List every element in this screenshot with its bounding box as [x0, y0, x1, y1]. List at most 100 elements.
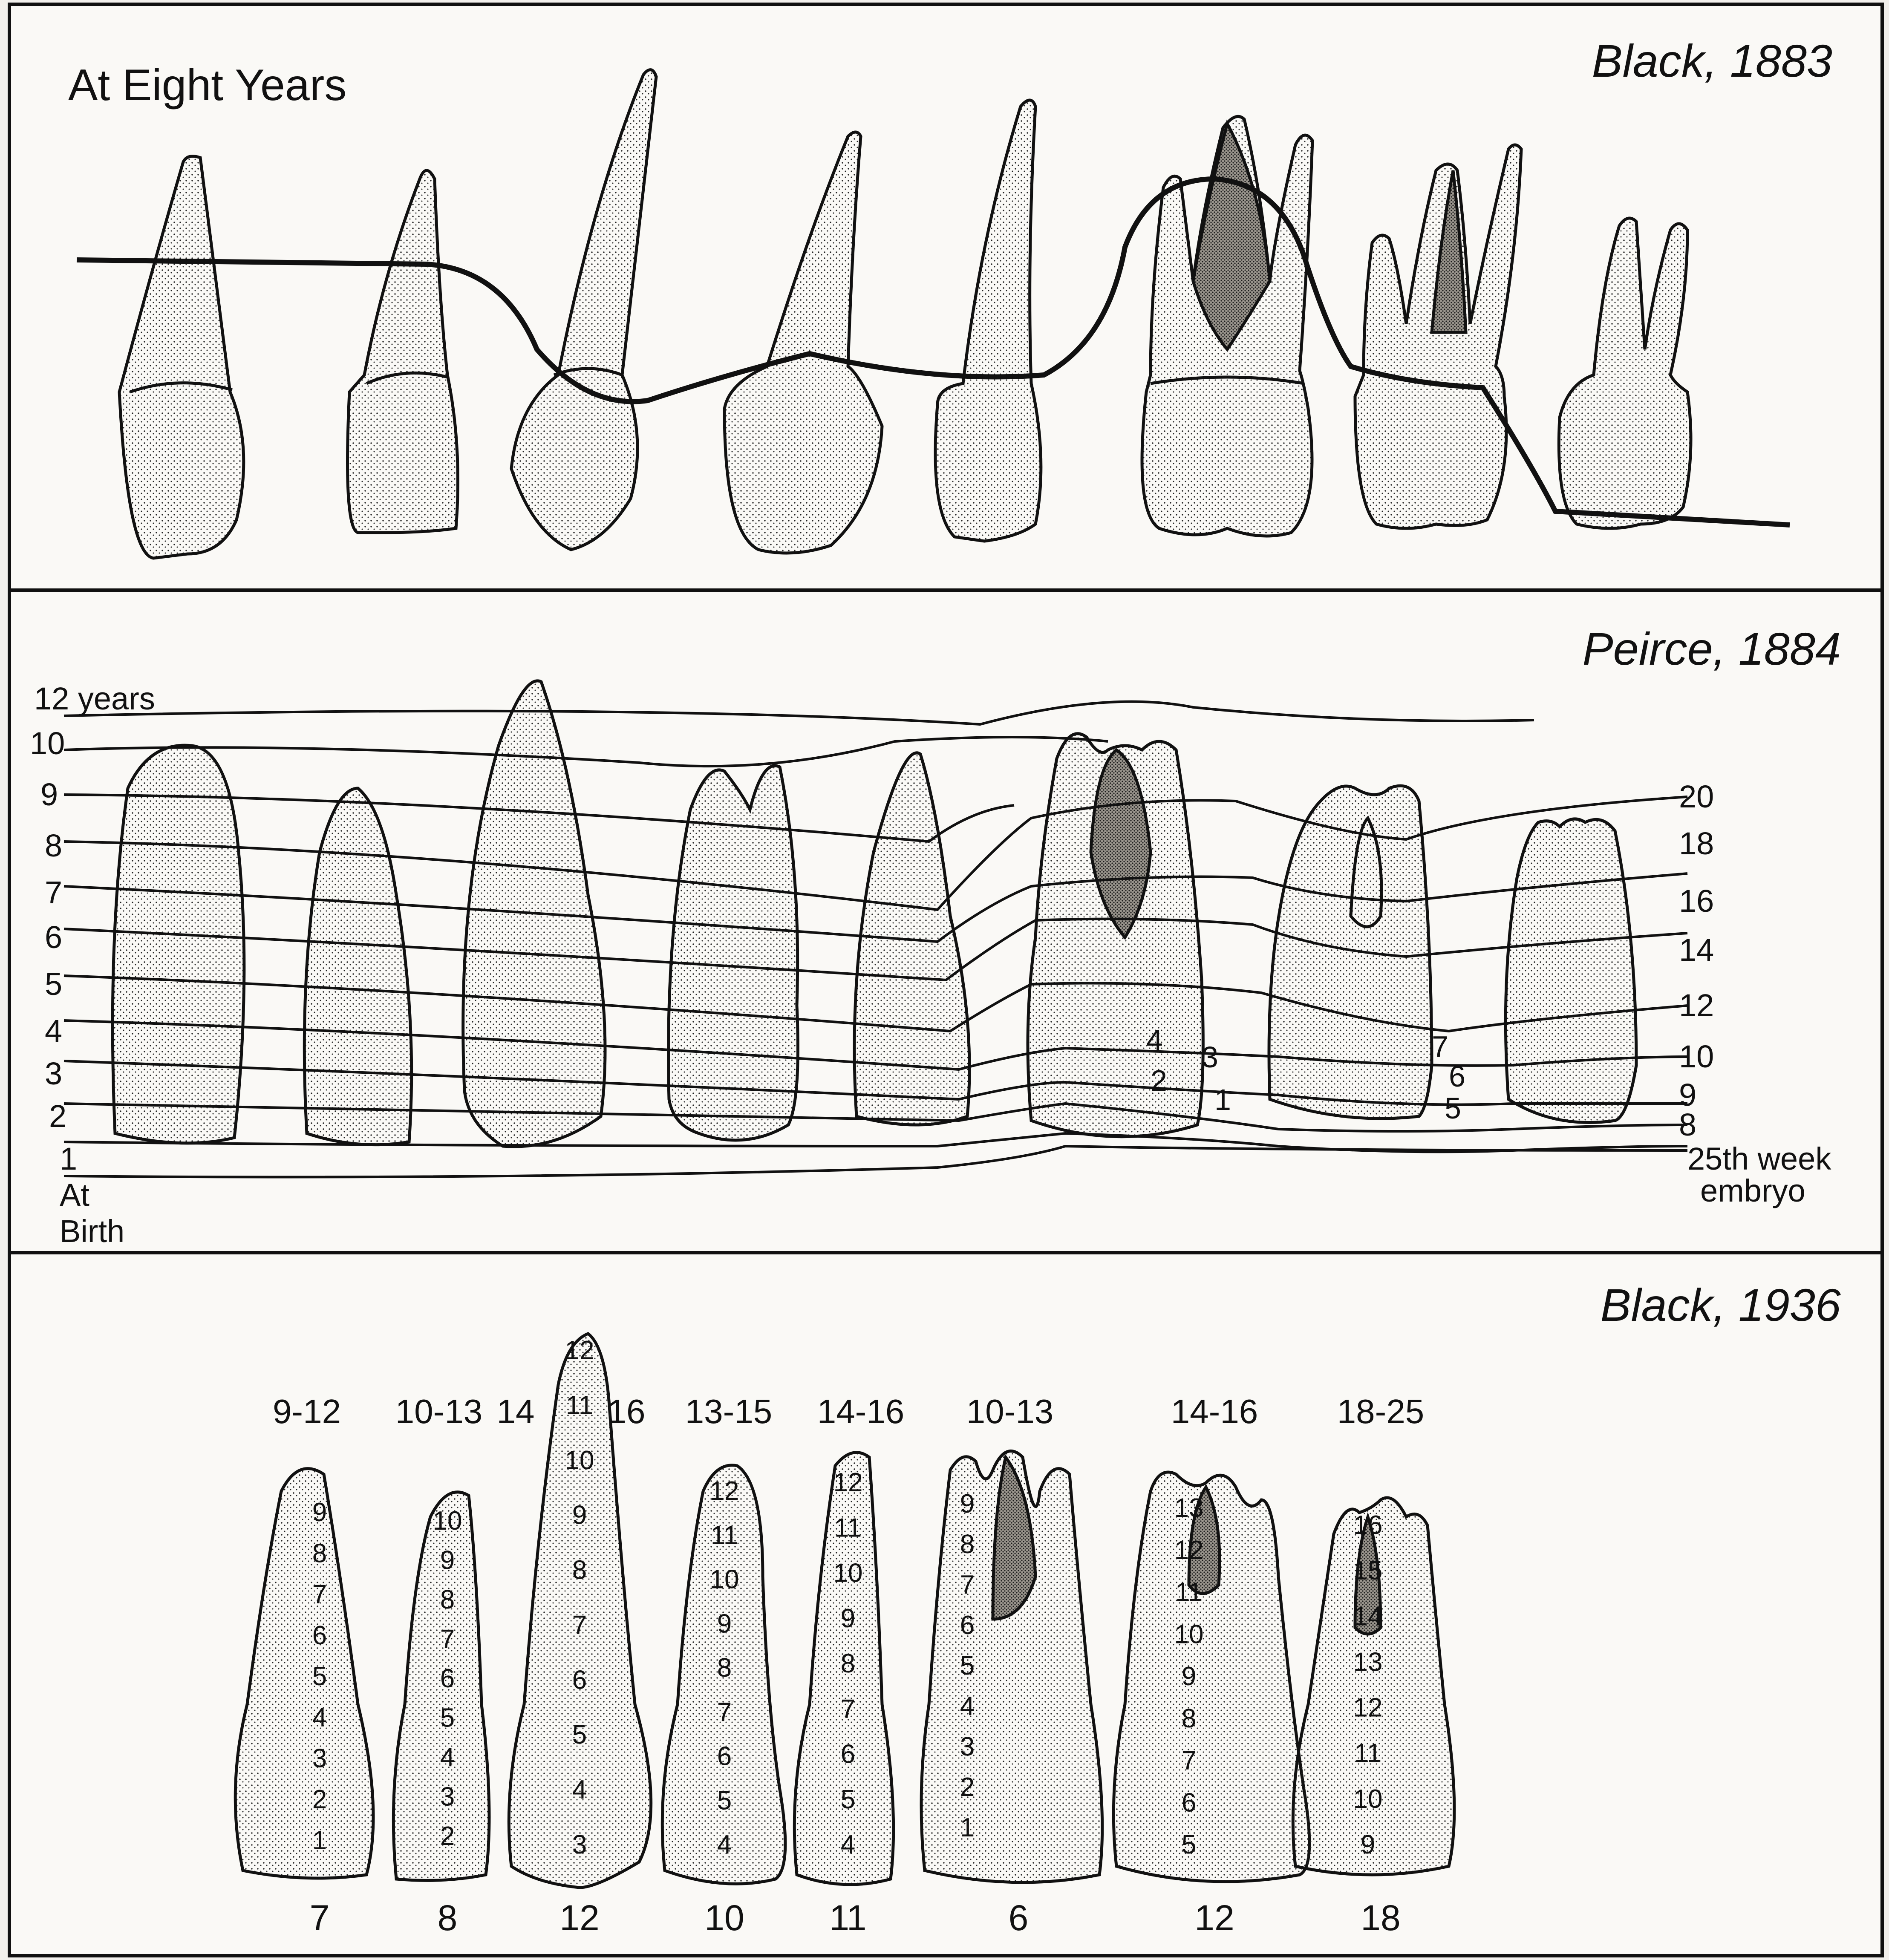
stage-mark: 10 [433, 1506, 462, 1536]
stage-mark: 12 [1353, 1693, 1383, 1723]
stage-mark: 10 [1353, 1784, 1383, 1814]
tooth-third-molar-peirce [1505, 819, 1636, 1122]
label-year-3: 3 [45, 1056, 62, 1091]
stage-mark: 13 [1174, 1493, 1204, 1523]
stage-mark: 12 [1174, 1536, 1204, 1565]
panel-caption-at-eight-years: At Eight Years [68, 61, 346, 110]
stage-mark: 11 [1354, 1739, 1381, 1768]
stage-mark: 10 [565, 1446, 594, 1475]
label-right-12: 12 [1679, 988, 1714, 1023]
label-year-2: 2 [49, 1098, 66, 1134]
stage-mark: 8 [960, 1530, 975, 1559]
stage-mark: 9 [1182, 1662, 1196, 1691]
range-central-incisor: 9-12 [273, 1392, 341, 1430]
stage-mark: 3 [440, 1782, 455, 1812]
stage-mark: 4 [841, 1830, 855, 1859]
eruption-canine: 12 [559, 1898, 599, 1938]
stage-mark: 4 [312, 1703, 327, 1732]
stage-mark: 3 [960, 1732, 975, 1761]
range-third-molar: 18-25 [1337, 1392, 1425, 1430]
range-second-premolar: 14-16 [817, 1392, 905, 1430]
range-canine-1: 14 [497, 1392, 535, 1430]
label-right-20: 20 [1679, 779, 1714, 814]
label-embryo: embryo [1700, 1173, 1805, 1208]
stage-mark: 4 [960, 1692, 975, 1721]
stage-mark: 11 [1175, 1578, 1203, 1607]
stage-mark: 12 [833, 1468, 863, 1497]
label-year-9: 9 [40, 777, 58, 812]
eruption-second-molar: 12 [1194, 1898, 1234, 1938]
stage-mark: 15 [1353, 1556, 1383, 1585]
stage-mark: 7 [717, 1698, 732, 1727]
stage-mark: 10 [833, 1559, 863, 1588]
label-right-8: 8 [1679, 1107, 1696, 1142]
label-right-14: 14 [1679, 932, 1714, 968]
stage-mark: 6 [312, 1621, 327, 1650]
panel-citation-peirce-1884: Peirce, 1884 [1583, 623, 1841, 674]
label-molar1-2: 2 [1151, 1064, 1167, 1097]
stage-mark: 1 [960, 1813, 975, 1842]
eruption-lateral-incisor: 8 [438, 1898, 458, 1938]
label-year-5: 5 [45, 966, 62, 1002]
stage-mark: 6 [841, 1740, 855, 1769]
stage-mark: 12 [565, 1336, 594, 1365]
label-molar1-4: 4 [1146, 1023, 1163, 1057]
stage-mark: 10 [1174, 1620, 1204, 1649]
range-first-premolar: 13-15 [685, 1392, 773, 1430]
stage-mark: 10 [710, 1565, 739, 1594]
label-year-10: 10 [30, 726, 65, 761]
label-molar1-3: 3 [1202, 1041, 1218, 1074]
stage-mark: 6 [960, 1611, 975, 1640]
eruption-second-premolar: 11 [829, 1898, 866, 1938]
stage-mark: 1 [312, 1826, 327, 1855]
stage-mark: 2 [440, 1822, 455, 1851]
panel-citation-black-1883: Black, 1883 [1592, 35, 1832, 86]
eruption-first-premolar: 10 [704, 1898, 744, 1938]
range-canine-2: 16 [608, 1392, 646, 1430]
stage-mark: 9 [440, 1546, 455, 1575]
stage-mark: 6 [717, 1742, 732, 1771]
label-year-7: 7 [45, 875, 62, 910]
stage-mark: 8 [717, 1653, 732, 1683]
stage-mark: 9 [312, 1498, 327, 1527]
stage-mark: 7 [960, 1570, 975, 1600]
range-lateral-incisor: 10-13 [395, 1392, 483, 1430]
label-year-6: 6 [45, 919, 62, 955]
eruption-central-incisor: 7 [310, 1898, 330, 1938]
eruption-first-molar: 6 [1009, 1898, 1029, 1938]
stage-mark: 5 [960, 1651, 975, 1680]
stage-mark: 4 [717, 1830, 732, 1859]
panel-citation-black-1936: Black, 1936 [1601, 1279, 1841, 1331]
label-right-10: 10 [1679, 1039, 1714, 1074]
stage-mark: 7 [312, 1580, 327, 1609]
label-molar2-7: 7 [1432, 1030, 1448, 1063]
range-second-molar: 14-16 [1171, 1392, 1258, 1430]
stage-mark: 16 [1353, 1510, 1383, 1540]
stage-mark: 6 [1182, 1788, 1196, 1817]
stage-mark: 8 [841, 1649, 855, 1678]
stage-mark: 7 [841, 1694, 855, 1724]
range-first-molar: 10-13 [966, 1392, 1054, 1430]
stage-mark: 9 [1361, 1830, 1375, 1859]
stage-mark: 5 [312, 1662, 327, 1691]
stage-mark: 5 [1182, 1830, 1196, 1859]
stage-mark: 8 [1182, 1704, 1196, 1733]
stage-mark: 12 [710, 1476, 739, 1506]
stage-mark: 5 [841, 1785, 855, 1814]
label-molar1-1: 1 [1214, 1083, 1231, 1116]
stage-mark: 2 [312, 1785, 327, 1814]
label-right-16: 16 [1679, 883, 1714, 919]
stage-mark: 4 [572, 1775, 587, 1804]
stage-mark: 11 [566, 1391, 593, 1420]
label-at: At [60, 1177, 89, 1213]
label-molar2-6: 6 [1449, 1060, 1465, 1093]
stage-mark: 3 [572, 1830, 587, 1859]
stage-mark: 5 [572, 1720, 587, 1750]
black-1936-age-ranges: 9-12 10-13 14 16 13-15 14-16 10-13 14-16… [273, 1392, 1424, 1430]
stage-mark: 11 [834, 1513, 862, 1542]
stage-mark: 9 [717, 1609, 732, 1638]
stage-mark: 7 [572, 1610, 587, 1640]
label-year-1: 1 [60, 1141, 77, 1176]
stage-mark: 8 [572, 1556, 587, 1585]
